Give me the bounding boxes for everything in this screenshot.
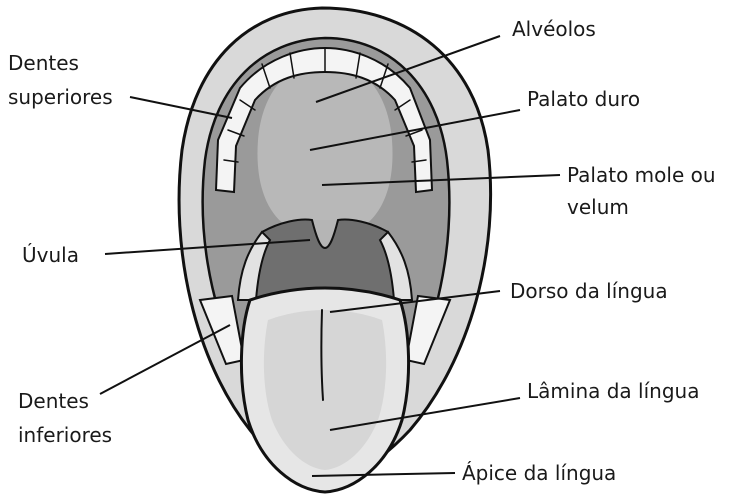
label-soft-palate-line1: Palato mole ou [567, 163, 716, 187]
label-tongue-tip: Ápice da língua [462, 461, 616, 485]
label-lower-teeth-line1: Dentes [18, 389, 89, 413]
label-tongue-dorsum: Dorso da língua [510, 279, 668, 303]
label-soft-palate-line2: velum [567, 195, 629, 219]
label-lower-teeth-line2: inferiores [18, 423, 112, 447]
label-upper-teeth-line1: Dentes [8, 51, 79, 75]
label-upper-teeth-line2: superiores [8, 85, 113, 109]
label-tongue-blade: Lâmina da língua [527, 379, 699, 403]
label-alveolos: Alvéolos [512, 17, 596, 41]
hard-palate-region [257, 60, 392, 225]
label-hard-palate: Palato duro [527, 87, 640, 111]
mouth-illustration [179, 8, 491, 492]
label-uvula: Úvula [22, 243, 79, 267]
